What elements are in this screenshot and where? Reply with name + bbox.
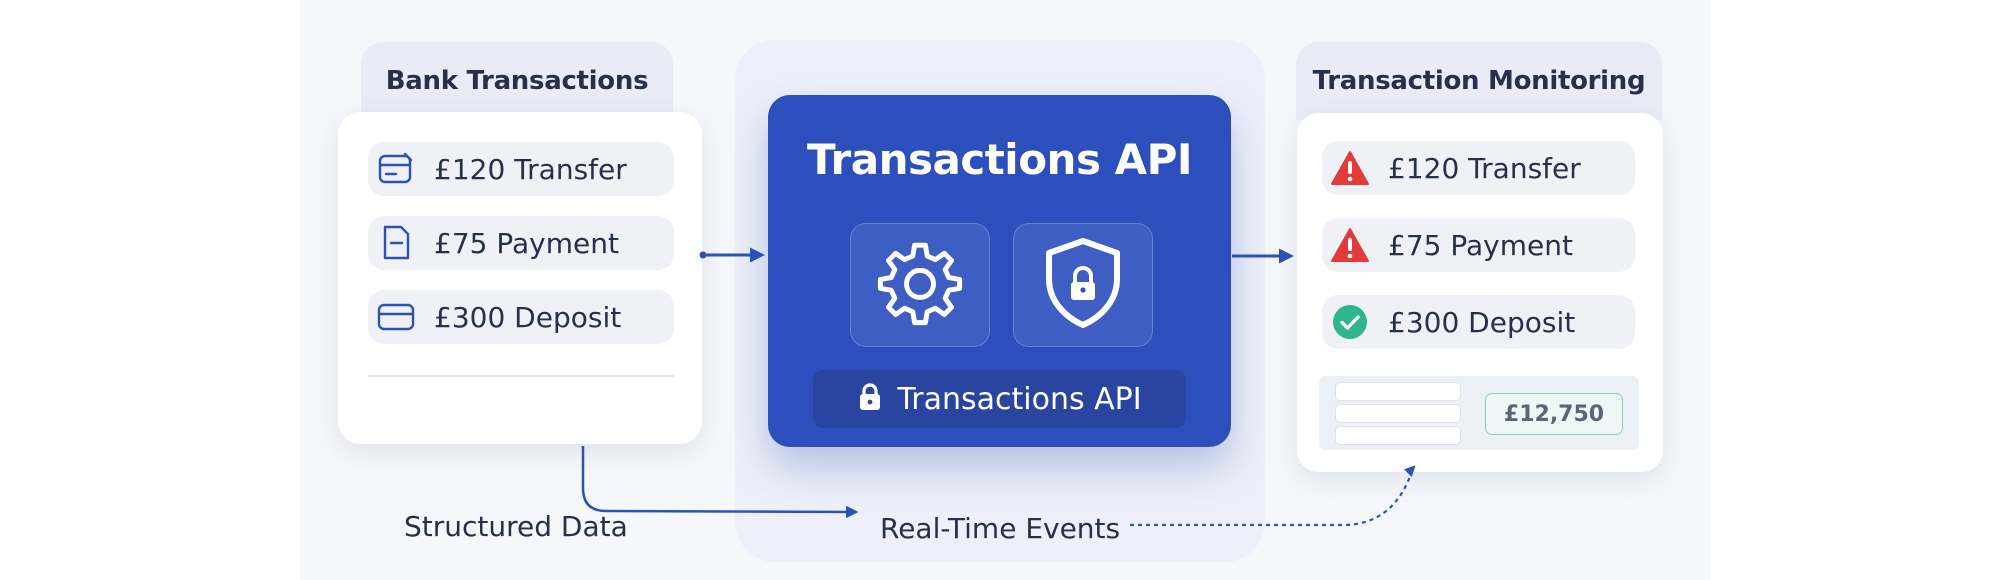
document-icon — [374, 221, 418, 265]
bank-to-api-arrow — [699, 247, 765, 263]
lock-icon — [857, 382, 883, 416]
transaction-monitoring-title: Transaction Monitoring — [1296, 42, 1662, 120]
gear-icon — [875, 238, 965, 332]
bank-item-label: £300 Deposit — [434, 300, 622, 334]
real-time-events-caption: Real-Time Events — [880, 512, 1121, 545]
warning-icon — [1328, 223, 1372, 267]
bank-item-label: £120 Transfer — [434, 152, 627, 186]
bank-item-deposit[interactable]: £300 Deposit — [368, 290, 674, 344]
bank-item-label: £75 Payment — [434, 226, 619, 260]
monitor-item-label: £120 Transfer — [1388, 151, 1581, 185]
card-icon — [374, 147, 418, 191]
monitor-item-payment[interactable]: £75 Payment — [1322, 218, 1635, 272]
bank-transactions-card: £120 Transfer £75 Payment £300 Deposit — [338, 112, 702, 444]
monitor-item-label: £75 Payment — [1388, 228, 1573, 262]
real-time-events-arrowhead — [1403, 465, 1416, 478]
summary-line — [1335, 382, 1461, 401]
summary-panel: £12,750 — [1319, 376, 1639, 450]
check-circle-icon — [1328, 300, 1372, 344]
real-time-events-dashed — [1130, 467, 1415, 527]
api-footer-bar: Transactions API — [813, 370, 1186, 428]
shield-lock-icon — [1041, 235, 1125, 335]
card-icon — [374, 295, 418, 339]
api-title: Transactions API — [807, 135, 1193, 184]
total-balance-badge: £12,750 — [1485, 393, 1623, 435]
monitor-item-deposit[interactable]: £300 Deposit — [1322, 295, 1635, 349]
structured-data-caption: Structured Data — [404, 510, 628, 543]
api-footer-label: Transactions API — [897, 381, 1142, 417]
bank-item-transfer[interactable]: £120 Transfer — [368, 142, 674, 196]
bank-transactions-title: Bank Transactions — [361, 42, 673, 120]
summary-line — [1335, 404, 1461, 423]
security-tile[interactable] — [1013, 223, 1153, 347]
card-divider — [368, 375, 674, 377]
monitor-item-label: £300 Deposit — [1388, 305, 1576, 339]
warning-icon — [1328, 146, 1372, 190]
transactions-api-box: Transactions API Transaction — [768, 95, 1231, 447]
settings-tile[interactable] — [850, 223, 990, 347]
monitor-item-transfer[interactable]: £120 Transfer — [1322, 141, 1635, 195]
structured-data-arrow — [581, 446, 859, 519]
bank-item-payment[interactable]: £75 Payment — [368, 216, 674, 270]
summary-line — [1335, 426, 1461, 445]
